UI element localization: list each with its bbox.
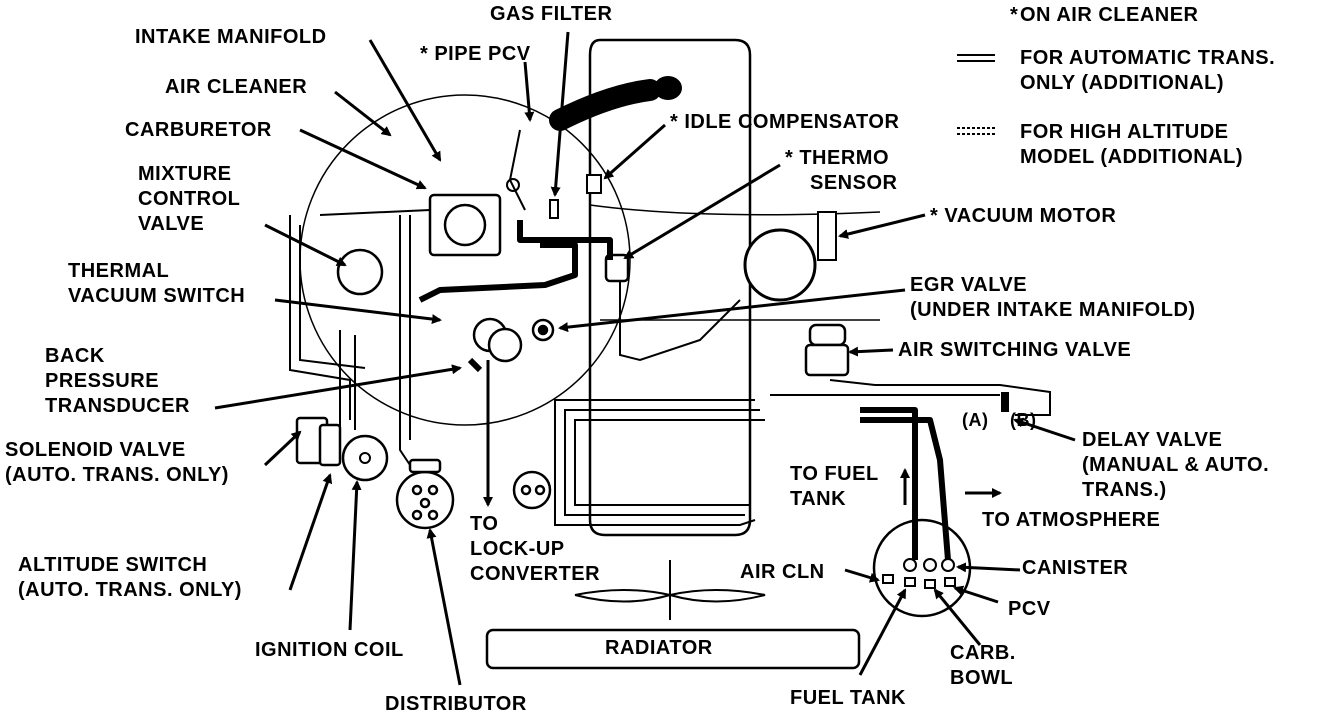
- label-altitude-switch-2: (AUTO. TRANS. ONLY): [18, 579, 242, 601]
- delay-valve-body: [1001, 392, 1009, 412]
- label-to-atmosphere: TO ATMOSPHERE: [982, 509, 1161, 531]
- legend-star-text: ON AIR CLEANER: [1020, 4, 1199, 26]
- ignition-coil-body: [341, 434, 389, 482]
- label-back-pressure-2: PRESSURE: [45, 370, 160, 392]
- label-pipe-pcv: * PIPE PCV: [420, 43, 531, 65]
- radiator-outline: [588, 38, 752, 537]
- label-mixture-control-valve-2: CONTROL: [138, 188, 241, 210]
- label-egr-valve-1: EGR VALVE: [910, 274, 1028, 296]
- label-solenoid-valve-1: SOLENOID VALVE: [5, 439, 186, 461]
- label-air-switching-valve: AIR SWITCHING VALVE: [898, 339, 1132, 361]
- label-intake-manifold: INTAKE MANIFOLD: [135, 26, 327, 48]
- canister-ports: [882, 558, 956, 589]
- label-thermal-vacuum-switch-2: VACUUM SWITCH: [68, 285, 246, 307]
- label-altitude-switch-1: ALTITUDE SWITCH: [18, 554, 208, 576]
- label-back-pressure-1: BACK: [45, 345, 105, 367]
- thermo-sensor-body: [604, 253, 630, 283]
- vacuum-hoses-black: [418, 220, 951, 561]
- label-delay-valve-1: DELAY VALVE: [1082, 429, 1223, 451]
- pcv-pipe: [508, 129, 526, 211]
- label-mixture-control-valve-1: MIXTURE: [138, 163, 232, 185]
- label-port-a: (A): [962, 410, 989, 430]
- legend-auto-line1: FOR AUTOMATIC TRANS.: [1020, 47, 1276, 69]
- label-thermo-sensor-2: SENSOR: [810, 172, 898, 194]
- carburetor-body: [428, 193, 502, 257]
- label-carburetor: CARBURETOR: [125, 119, 272, 141]
- solenoid-valve-body: [295, 416, 342, 467]
- vacuum-hoses-outlined: [289, 209, 1051, 526]
- idle-compensator-body: [586, 174, 602, 194]
- label-carb-bowl-1: CARB.: [950, 642, 1016, 664]
- vacuum-motor-body: [743, 228, 817, 302]
- fan-blades: [574, 560, 766, 620]
- label-delay-valve-3: TRANS.): [1082, 479, 1167, 501]
- label-to-lockup-2: LOCK-UP: [470, 538, 565, 560]
- gas-filter-body: [549, 199, 559, 219]
- label-to-lockup-1: TO: [470, 513, 499, 535]
- label-egr-valve-2: (UNDER INTAKE MANIFOLD): [910, 299, 1196, 321]
- mixture-control-valve-body: [336, 248, 384, 296]
- egr-valve-body: [472, 317, 555, 363]
- label-to-lockup-3: CONVERTER: [470, 563, 601, 585]
- label-mixture-control-valve-3: VALVE: [138, 213, 205, 235]
- canister-body: [872, 518, 972, 618]
- legend-alt-line2: MODEL (ADDITIONAL): [1020, 146, 1244, 168]
- label-carb-bowl-2: BOWL: [950, 667, 1014, 689]
- label-air-cln: AIR CLN: [740, 561, 825, 583]
- label-pcv: PCV: [1008, 598, 1051, 620]
- radiator-box: [485, 628, 861, 670]
- label-to-fuel-tank-2: TANK: [790, 488, 847, 510]
- label-fuel-tank: FUEL TANK: [790, 687, 906, 709]
- label-ignition-coil: IGNITION COIL: [255, 639, 404, 661]
- label-radiator: RADIATOR: [605, 637, 713, 659]
- legend-star-symbol: *: [1010, 4, 1019, 26]
- label-idle-compensator: * IDLE COMPENSATOR: [670, 111, 900, 133]
- label-delay-valve-2: (MANUAL & AUTO.: [1082, 454, 1270, 476]
- label-port-b: (B): [1010, 410, 1037, 430]
- lockup-port: [512, 470, 552, 510]
- legend-auto-line2: ONLY (ADDITIONAL): [1020, 72, 1225, 94]
- leader-lines: [214, 31, 1076, 686]
- label-thermo-sensor-1: * THERMO: [785, 147, 889, 169]
- pcv-hose-end: [654, 76, 682, 100]
- label-solenoid-valve-2: (AUTO. TRANS. ONLY): [5, 464, 229, 486]
- pcv-hose-black: [549, 79, 661, 131]
- label-gas-filter: GAS FILTER: [490, 3, 613, 25]
- legend-symbols: [957, 54, 995, 135]
- label-distributor: DISTRIBUTOR: [385, 693, 527, 715]
- label-air-cleaner: AIR CLEANER: [165, 76, 308, 98]
- distributor-body: [395, 458, 455, 530]
- label-to-fuel-tank-1: TO FUEL: [790, 463, 879, 485]
- label-canister: CANISTER: [1022, 557, 1129, 579]
- label-thermal-vacuum-switch-1: THERMAL: [68, 260, 170, 282]
- air-switching-valve-body: [804, 323, 850, 377]
- label-vacuum-motor: * VACUUM MOTOR: [930, 205, 1117, 227]
- label-back-pressure-3: TRANSDUCER: [45, 395, 190, 417]
- legend-alt-line1: FOR HIGH ALTITUDE: [1020, 121, 1229, 143]
